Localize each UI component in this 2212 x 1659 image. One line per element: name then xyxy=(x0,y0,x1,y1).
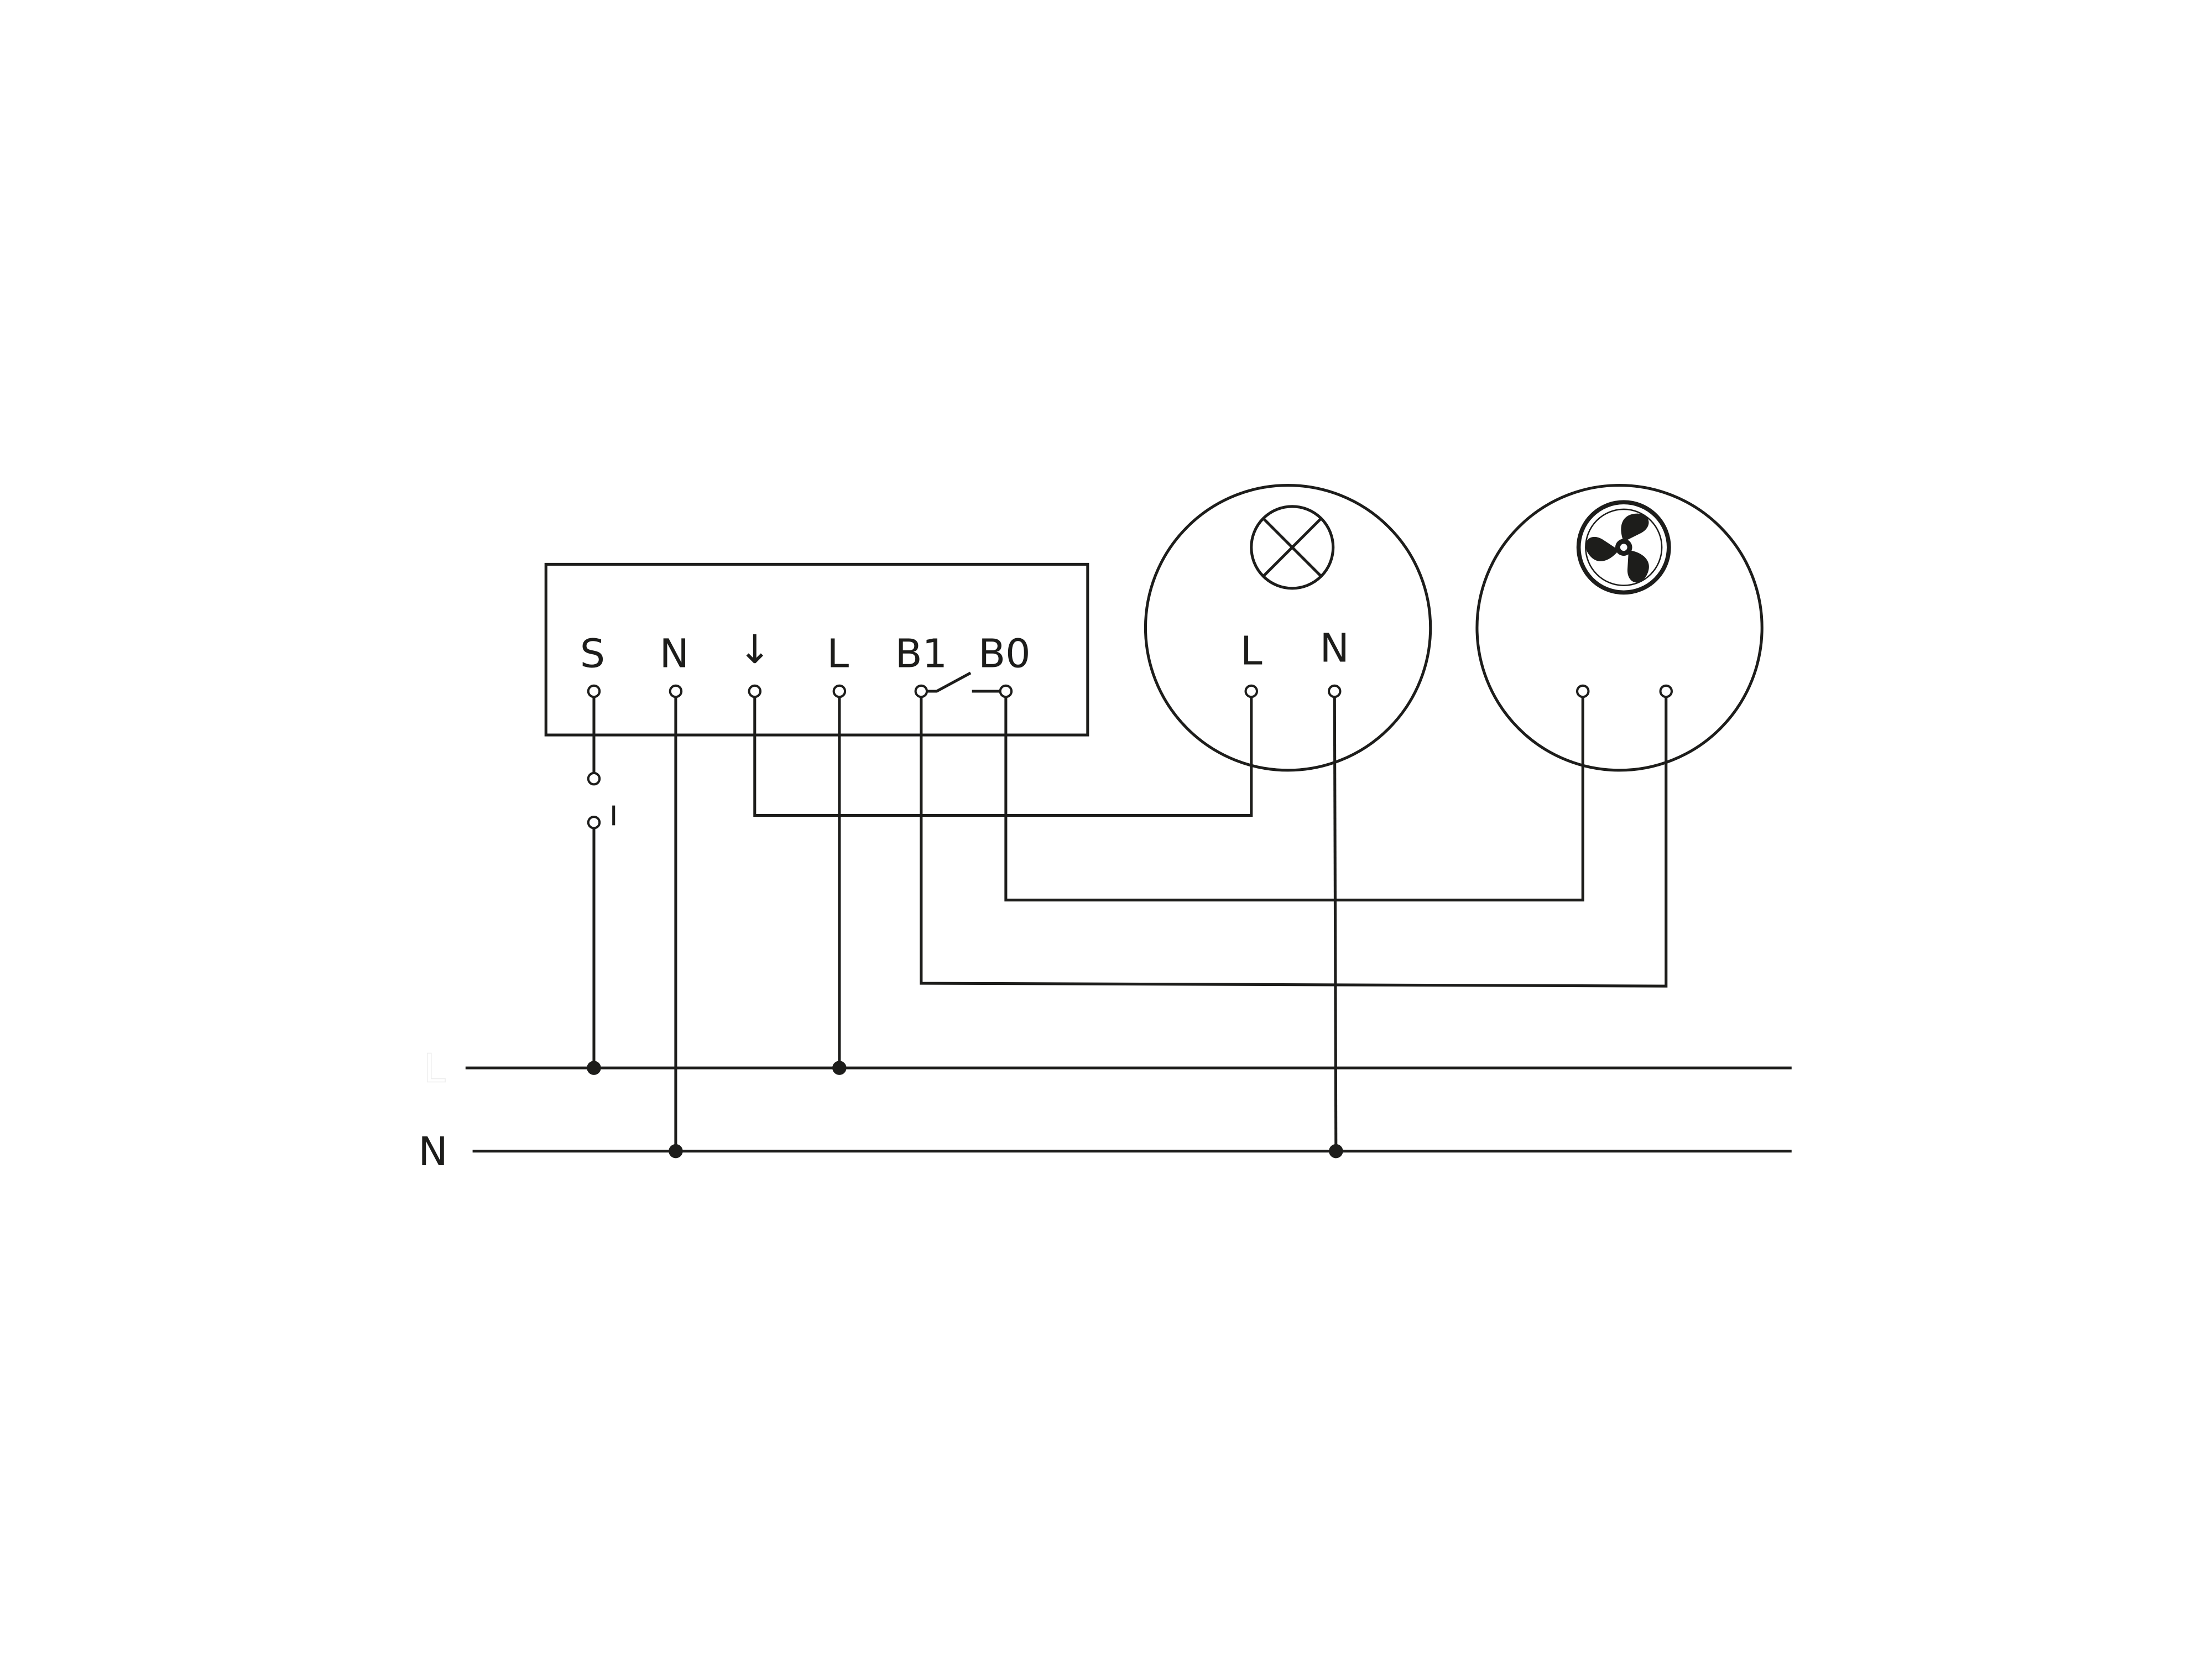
lamp-terminal-l xyxy=(1244,684,1258,698)
junction-n-n xyxy=(669,1144,683,1159)
junction-l-l xyxy=(832,1061,847,1075)
pushbutton-terminal-bottom xyxy=(587,816,601,830)
terminal-label-b1: B1 xyxy=(895,631,947,677)
fan-terminal-1 xyxy=(1576,684,1590,698)
terminal-label-l: L xyxy=(827,631,849,677)
lamp-cross-icon xyxy=(1250,505,1335,590)
lamp-terminal-label-n: N xyxy=(1320,625,1349,671)
bus-label-l: L xyxy=(424,1046,446,1092)
bus-label-n: N xyxy=(418,1129,447,1175)
fan-fixture xyxy=(1475,484,1764,772)
lamp-terminal-n xyxy=(1328,684,1342,698)
terminal-s xyxy=(587,684,601,698)
terminal-label-n: N xyxy=(660,631,689,677)
wire-b0-to-fan xyxy=(1004,691,1584,902)
pushbutton-terminal-top xyxy=(587,771,601,786)
terminal-label-s: S xyxy=(580,631,605,677)
wire-output-to-lamp xyxy=(753,691,1253,817)
terminal-label-output: ↓ xyxy=(738,627,771,672)
terminal-output xyxy=(748,684,762,698)
terminal-n xyxy=(669,684,683,698)
junction-lamp-n xyxy=(1329,1144,1343,1159)
terminal-b0 xyxy=(999,684,1013,698)
fan-icon xyxy=(1576,500,1671,595)
fan-terminal-2 xyxy=(1659,684,1673,698)
controller-box xyxy=(544,562,1089,737)
terminal-label-b0: B0 xyxy=(978,631,1030,677)
wire-b1-to-fan xyxy=(920,691,1668,988)
terminal-b1 xyxy=(914,684,928,698)
lamp-fixture xyxy=(1144,484,1432,772)
terminal-l xyxy=(832,684,847,698)
junction-s-l xyxy=(587,1061,601,1075)
lamp-terminal-label-l: L xyxy=(1240,628,1262,674)
terminals xyxy=(587,684,1013,830)
wire-lamp-n xyxy=(1333,691,1338,1151)
wires xyxy=(465,671,1792,1153)
